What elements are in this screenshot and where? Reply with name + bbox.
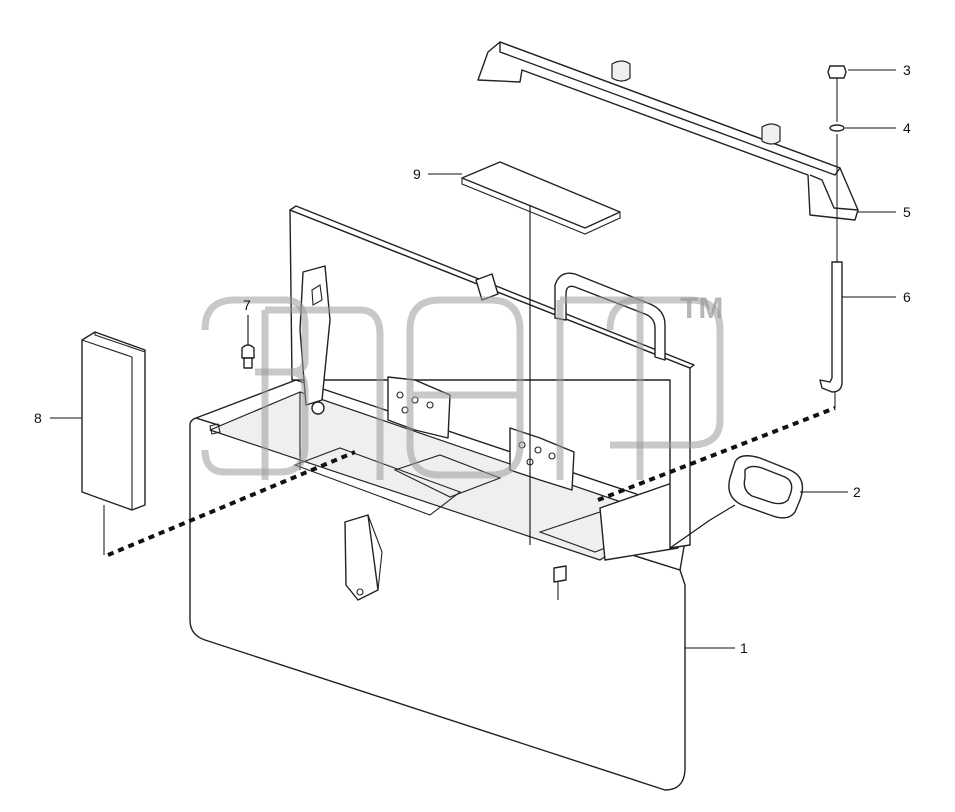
callout-9: 9: [413, 166, 421, 182]
battery-box-lid: [289, 205, 695, 549]
callout-7: 7: [243, 297, 251, 313]
watermark: TM: [201, 292, 724, 480]
callout-5: 5: [903, 204, 911, 220]
hold-down-bar: [477, 41, 859, 221]
callout-1: 1: [740, 640, 748, 656]
top-pad: [461, 161, 621, 235]
callout-6: 6: [903, 289, 911, 305]
fasteners: [819, 65, 847, 393]
watermark-trademark: TM: [680, 292, 723, 325]
grommet: [728, 455, 804, 519]
leader-lines: [50, 69, 896, 649]
side-pad: [81, 331, 146, 511]
callout-2: 2: [853, 484, 861, 500]
small-screw: [241, 344, 255, 369]
alignment-line-left: [107, 450, 356, 557]
callout-8: 8: [34, 410, 42, 426]
alignment-line-right: [597, 406, 836, 502]
callout-3: 3: [903, 62, 911, 78]
callout-4: 4: [903, 120, 911, 136]
